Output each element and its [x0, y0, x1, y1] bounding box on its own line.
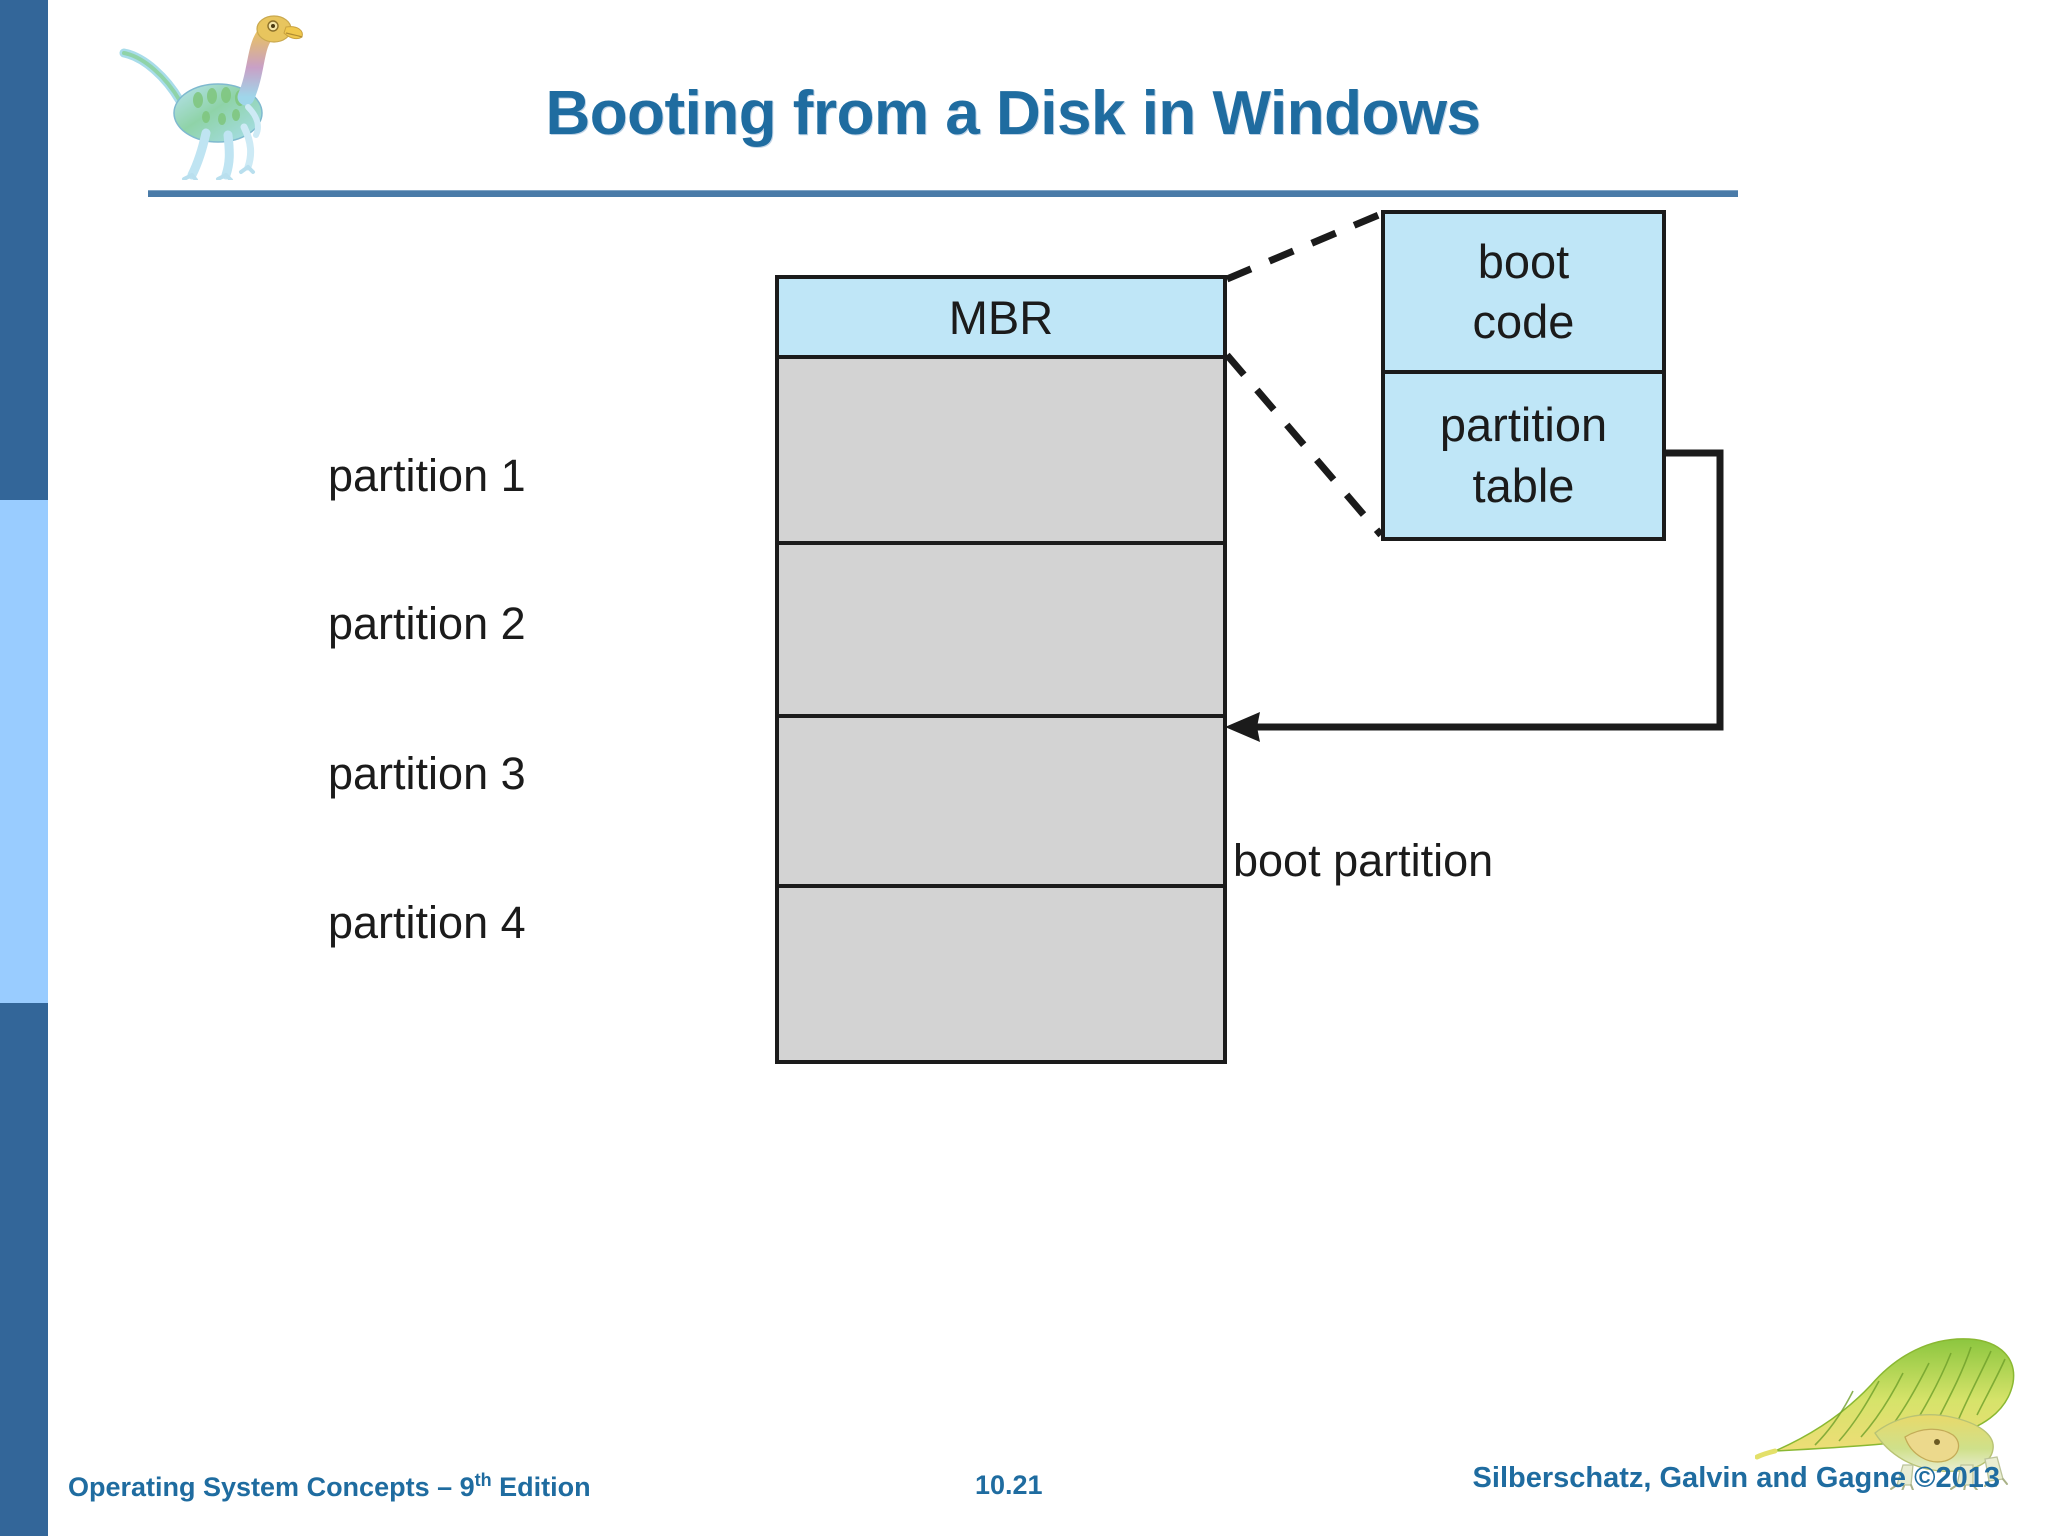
page-title: Booting from a Disk in Windows: [545, 79, 1481, 148]
boot-code-line-2: code: [1472, 295, 1575, 348]
partition-3-label: partition 3: [328, 748, 526, 799]
dimetrodon-icon: [1754, 1325, 2040, 1492]
partition-table-line-1: partition: [1439, 398, 1608, 452]
boot-code-cell: boot code: [1385, 214, 1662, 374]
disk-cell-partition-3: [779, 718, 1223, 888]
decorative-sidebar: [0, 0, 48, 1536]
mbr-detail-box: boot code partition table: [1381, 210, 1666, 541]
disk-cell-partition-2: [779, 545, 1223, 718]
footer-edition-after: Edition: [491, 1472, 591, 1502]
title-underline: [148, 190, 1738, 197]
mbr-label: MBR: [948, 290, 1054, 344]
slide-header: Booting from a Disk in Windows: [48, 0, 2048, 200]
footer-edition-ordinal: th: [474, 1470, 492, 1490]
slide-footer: Operating System Concepts – 9th Edition …: [0, 1462, 2048, 1536]
disk-column: MBR: [775, 275, 1227, 1064]
footer-copyright: Silberschatz, Galvin and Gagne ©2013: [1472, 1462, 2000, 1494]
disk-boot-diagram: MBR partition 1 partition 2 partition 3 …: [48, 200, 2048, 1440]
sidebar-band-middle: [0, 500, 48, 1003]
footer-edition-before: Operating System Concepts – 9: [68, 1472, 475, 1502]
sidebar-band-top: [0, 0, 48, 500]
boot-code-line-1: boot: [1477, 234, 1570, 288]
partition-table-line-2: table: [1472, 458, 1575, 512]
dinosaur-icon: [118, 5, 308, 182]
sidebar-band-bottom: [0, 1003, 48, 1536]
boot-partition-label: boot partition: [1233, 835, 1494, 886]
partition-labels: partition 1 partition 2 partition 3 part…: [288, 275, 758, 1065]
partition-table-cell: partition table: [1385, 374, 1662, 537]
partition-4-label: partition 4: [328, 897, 526, 948]
disk-cell-partition-4: [779, 888, 1223, 1060]
partition-2-label: partition 2: [328, 598, 526, 649]
footer-edition-text: Operating System Concepts – 9th Edition: [68, 1470, 591, 1503]
disk-cell-partition-1: [779, 359, 1223, 545]
page-number: 10.21: [975, 1470, 1043, 1500]
partition-1-label: partition 1: [328, 450, 526, 501]
disk-cell-mbr: MBR: [779, 279, 1223, 359]
